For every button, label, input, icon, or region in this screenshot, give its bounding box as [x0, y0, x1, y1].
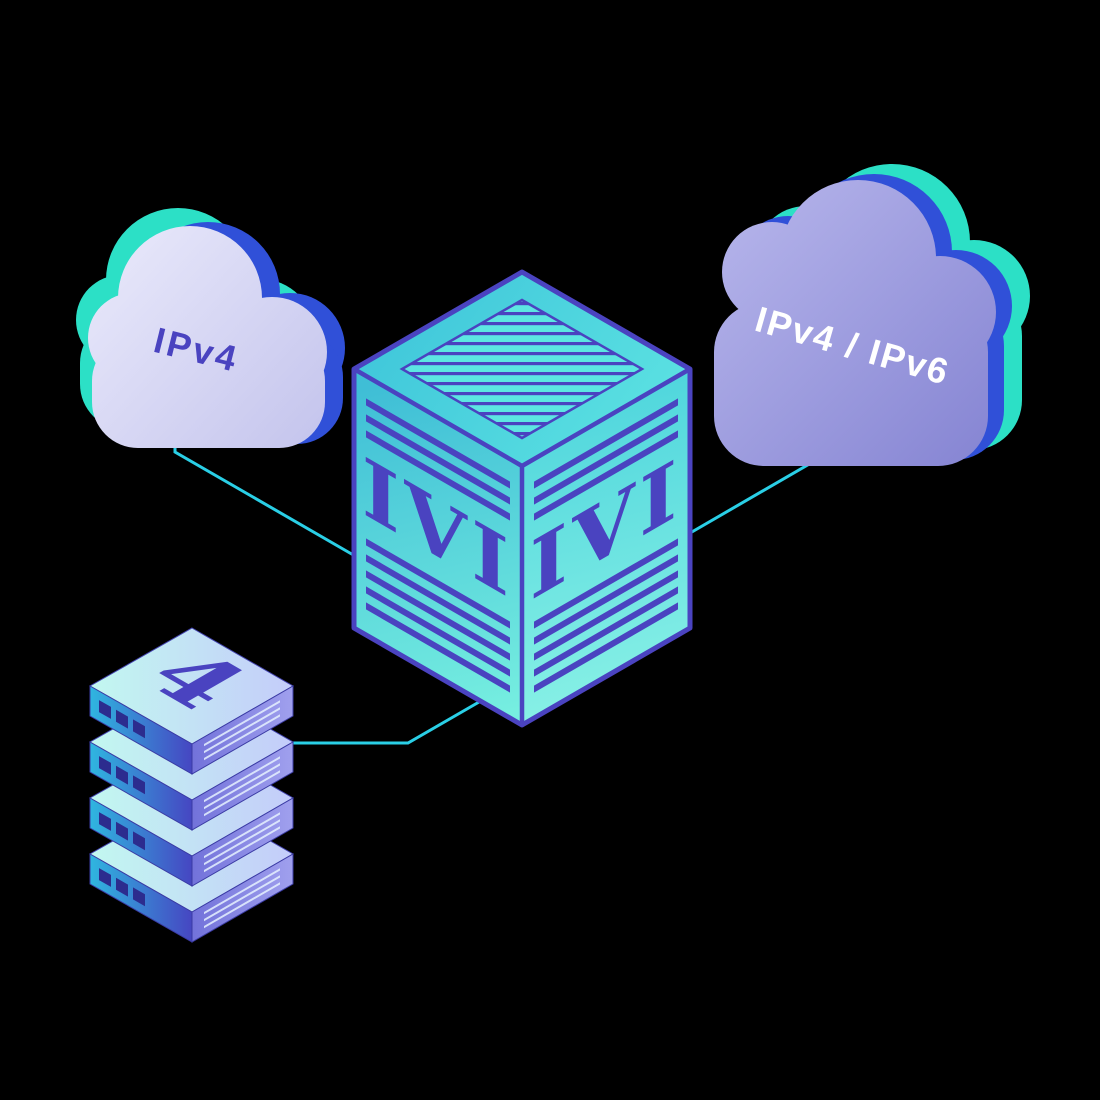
- box-top-panel-stripes: [399, 298, 645, 440]
- box-left-face-lower-stripes: [366, 538, 510, 693]
- server-stack: 4: [88, 626, 295, 944]
- cloud-ipv4: IPv4: [76, 208, 345, 448]
- connector-server-to-box: [285, 685, 506, 745]
- box-right-face-lower-stripes: [534, 538, 678, 693]
- box-left-face-upper-stripes: [366, 398, 510, 521]
- box-right-face-upper-stripes: [534, 398, 678, 521]
- box-right-face: [522, 369, 690, 725]
- box-left-face: [354, 369, 522, 725]
- ivi-translator-box: IVI IVI: [351, 269, 693, 728]
- box-outline: [351, 269, 693, 728]
- box-inner-edges: [352, 367, 692, 725]
- cloud-ipv4-ipv6: IPv4 / IPv6: [714, 164, 1030, 466]
